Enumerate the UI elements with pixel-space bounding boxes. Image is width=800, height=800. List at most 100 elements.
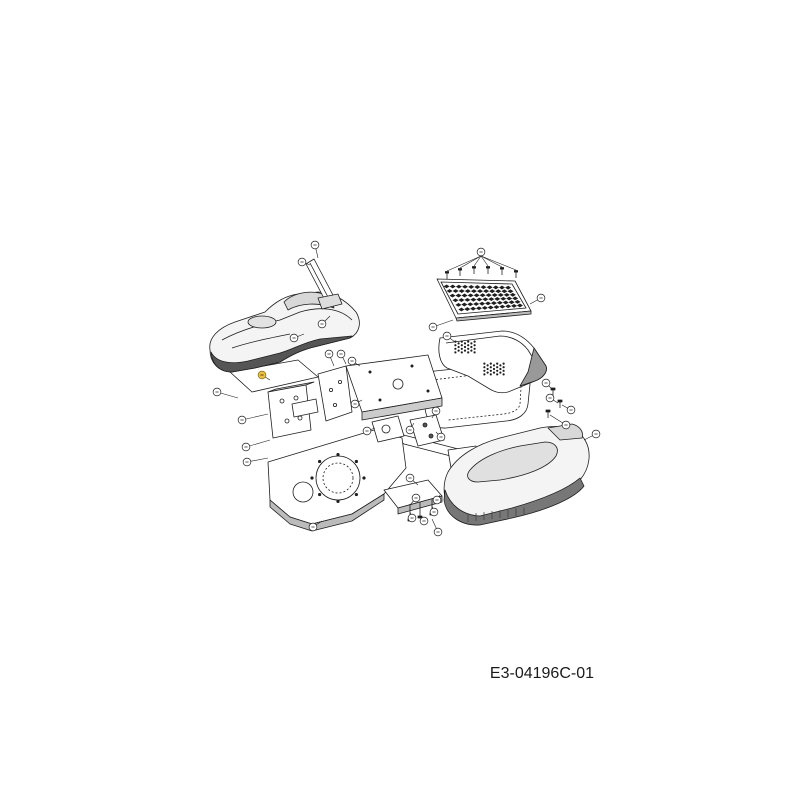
callout-number-mark xyxy=(327,353,331,355)
callout-number-mark xyxy=(436,531,440,533)
callout[interactable] xyxy=(411,493,421,503)
footplate-tread xyxy=(464,307,471,311)
front-hood xyxy=(443,423,590,526)
callout[interactable] xyxy=(289,333,299,343)
leader-line xyxy=(480,255,517,271)
footplate-tread xyxy=(461,293,468,298)
floor-pan-perforation xyxy=(467,351,470,354)
floor-pan-perforation xyxy=(486,364,489,367)
floor-pan-perforation xyxy=(502,373,505,376)
floor-pan-perforation xyxy=(470,349,473,352)
callout[interactable] xyxy=(476,247,486,257)
floor-pan-perforation xyxy=(483,366,486,369)
callouts xyxy=(212,240,601,537)
callout-number-mark xyxy=(445,335,449,337)
callout[interactable] xyxy=(545,393,555,403)
rear-fender xyxy=(209,291,360,393)
callout[interactable] xyxy=(212,387,222,397)
floor-pan-perforation xyxy=(496,369,499,372)
footplate-tread xyxy=(489,289,496,294)
frame-plate-thickness xyxy=(269,493,385,532)
footplate-tread xyxy=(443,284,450,289)
screw-head xyxy=(499,267,504,270)
floor-pan-perforation xyxy=(492,371,496,374)
seat-plate-edge xyxy=(361,397,443,421)
floor-pan-perforation xyxy=(473,340,476,343)
callout[interactable] xyxy=(561,420,571,430)
fastener-head xyxy=(545,409,551,413)
floor-pan-perforation xyxy=(486,371,489,374)
footplate-tread xyxy=(452,289,459,293)
footplate-tread xyxy=(506,296,513,301)
callout[interactable] xyxy=(419,516,429,526)
callout[interactable] xyxy=(362,426,372,436)
callout-number-mark xyxy=(564,424,568,426)
footplate-tread xyxy=(470,297,477,302)
floor-pan-perforation xyxy=(486,367,489,371)
callout[interactable] xyxy=(591,429,601,439)
footplate-tread xyxy=(458,307,465,312)
floor-pan-perforation xyxy=(463,345,467,349)
floor-pan-perforation xyxy=(492,364,496,367)
footplate-tread xyxy=(502,300,509,305)
floor-pan-perforation xyxy=(496,366,499,369)
callout[interactable] xyxy=(566,405,576,415)
seat-plate-bolt xyxy=(410,364,414,368)
callout[interactable] xyxy=(297,257,307,267)
callout-number-mark xyxy=(422,520,426,522)
callout-number-mark xyxy=(313,244,317,246)
callout-highlighted[interactable] xyxy=(257,370,267,380)
callout[interactable] xyxy=(428,322,438,332)
callout[interactable] xyxy=(347,356,357,366)
footplate-tread xyxy=(479,293,486,298)
screw-head xyxy=(485,266,490,269)
leader-line xyxy=(459,255,482,269)
callout[interactable] xyxy=(541,378,551,388)
callout[interactable] xyxy=(310,240,320,250)
callout[interactable] xyxy=(433,527,443,537)
callout[interactable] xyxy=(242,457,252,467)
floor-pan-perforation xyxy=(489,366,492,369)
callout[interactable] xyxy=(431,406,441,416)
callout-number-mark xyxy=(300,261,304,263)
callout[interactable] xyxy=(432,495,442,505)
callout[interactable] xyxy=(317,319,327,329)
callout-number-mark xyxy=(365,430,369,432)
footplate-grid-side xyxy=(455,310,532,322)
frame-bolt-hole xyxy=(354,492,358,497)
callout[interactable] xyxy=(536,293,546,303)
floor-pan-perforation xyxy=(502,366,505,369)
callout[interactable] xyxy=(350,399,360,409)
callout[interactable] xyxy=(241,442,251,452)
floor-pan-perforation xyxy=(473,344,476,347)
footplate-tread xyxy=(485,301,491,306)
tower-hole xyxy=(332,402,337,407)
leader-line xyxy=(473,255,482,267)
frame-small-cutout xyxy=(292,481,314,503)
callout[interactable] xyxy=(336,349,346,359)
callout[interactable] xyxy=(237,415,247,425)
callout[interactable] xyxy=(407,513,417,523)
callout[interactable] xyxy=(436,432,446,442)
callout-number-mark xyxy=(408,429,412,431)
footplate-tread xyxy=(470,306,477,311)
footplate-tread xyxy=(491,293,498,297)
seat-plate-bolt xyxy=(378,398,382,402)
footplate-tread xyxy=(473,293,480,298)
footplate-grid-inner-edge xyxy=(440,281,527,315)
floor-pan-shaded-side xyxy=(519,347,547,387)
callout[interactable] xyxy=(324,349,334,359)
callout[interactable] xyxy=(429,507,439,517)
callout[interactable] xyxy=(405,473,415,483)
callout[interactable] xyxy=(308,522,318,532)
screw-head xyxy=(457,268,462,271)
footplate-tread xyxy=(467,293,474,298)
callout[interactable] xyxy=(405,425,415,435)
floor-pan-perforation xyxy=(460,340,463,343)
floor-pan-perforation xyxy=(496,373,499,376)
callout[interactable] xyxy=(442,331,452,341)
footplate-tread xyxy=(503,292,510,297)
footplate-tread xyxy=(461,302,468,307)
chassis-frame xyxy=(267,429,481,532)
